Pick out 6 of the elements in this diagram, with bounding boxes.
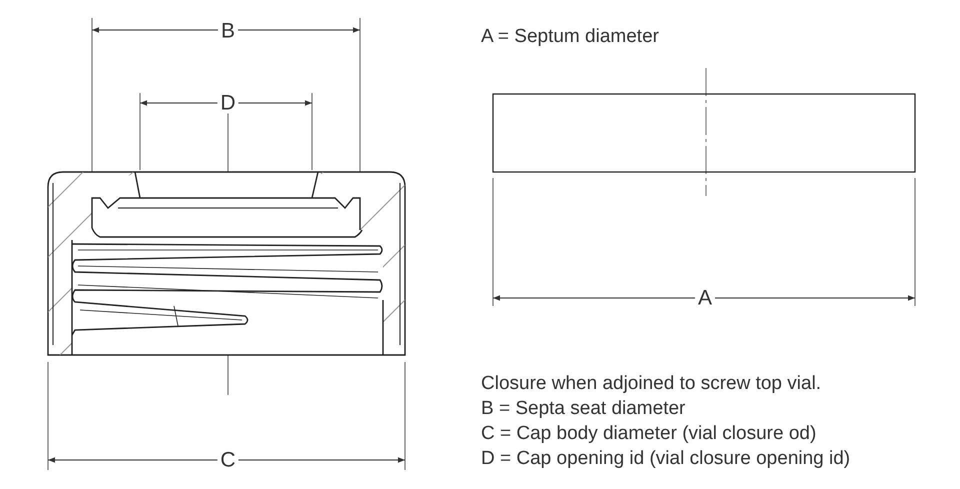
note-text: D = Cap opening id (vial closure opening id) [481,449,850,468]
dimension-label: D [217,92,239,114]
note-text: B = Septa seat diameter [481,399,686,418]
note-text: C = Cap body diameter (vial closure od) [481,424,816,443]
note-text: Closure when adjoined to screw top vial. [481,374,822,393]
note-text: A = Septum diameter [481,27,659,46]
